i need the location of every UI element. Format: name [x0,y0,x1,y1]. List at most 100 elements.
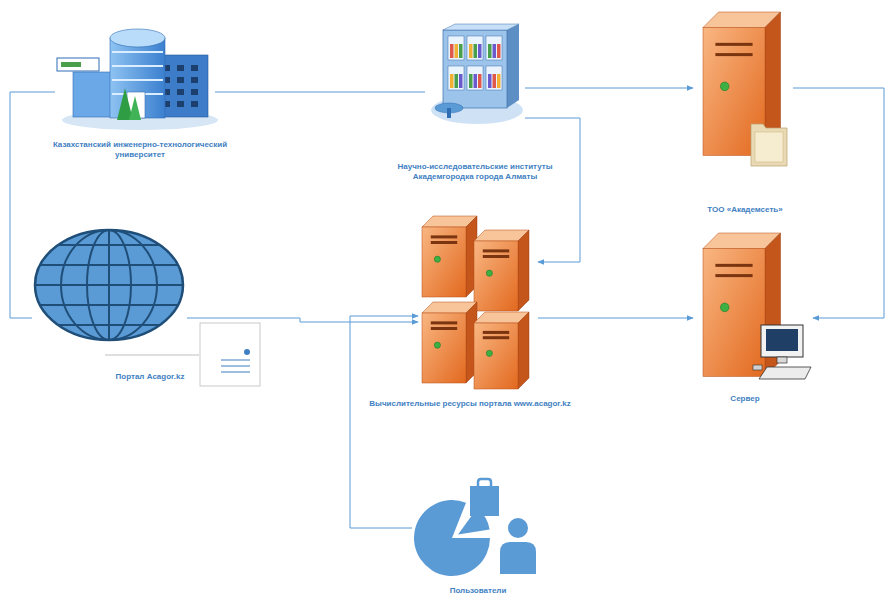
icon-part [497,44,501,58]
icon-part [177,101,184,107]
icon-part [431,321,457,324]
document-dot [244,349,250,355]
icon-part [191,89,198,95]
icon-part [715,274,752,277]
icon-part [474,323,518,389]
icon-part [488,44,492,58]
icon-drawing [703,233,811,379]
icon-part [112,51,163,53]
icon-part [497,74,501,88]
icon-part [61,230,157,340]
icon-part [431,327,457,330]
connector [215,92,425,93]
node-icon [693,12,793,172]
divider-line [105,355,199,356]
icon-part [703,249,765,377]
icon-part [483,255,509,258]
icon-part [443,30,507,108]
icon-part [177,77,184,83]
icon-part [177,65,184,71]
icon-part [483,249,509,252]
node-label: Пользователи [450,586,507,596]
node-label: Вычислительные ресурсы портала www.acago… [369,399,570,409]
icon-part [459,44,463,58]
node-icon [55,20,215,130]
icon-part [755,132,783,162]
icon-part [474,74,478,88]
portal-node: Портал Acagor.kz [32,228,187,343]
icon-part [455,74,459,88]
icon-part [450,44,454,58]
icon-part [434,256,440,262]
icon-part [35,230,183,340]
icon-part [191,101,198,107]
provider-server-node: ТОО «Академсеть» [693,12,793,172]
icon-drawing [703,12,787,166]
icon-part [129,96,141,120]
document-icon [200,323,260,386]
node-icon [32,228,187,343]
connector [793,88,884,318]
icon-part [35,230,183,340]
icon-part [447,108,451,118]
icon-part [108,230,110,340]
connector [525,118,580,262]
server-tower [474,312,529,389]
node-label: Портал Acagor.kz [116,372,185,382]
icon-part [493,74,497,88]
node-label: Сервер [730,394,759,404]
node-icon [693,233,813,388]
icon-part [761,325,803,357]
document-page [200,323,260,386]
node-icon [418,212,538,390]
icon-part [508,518,528,538]
server-node: Сервер [693,233,813,388]
globe-grid [35,230,183,340]
icon-part [500,542,536,574]
icon-part [431,235,457,238]
icon-part [486,66,502,90]
document-line [221,372,250,373]
icon-drawing [414,479,536,576]
icon-part [518,312,529,389]
connector [525,88,693,89]
server-tower [422,302,477,383]
icon-part [448,66,464,90]
icon-part [507,24,519,108]
icon-part [493,44,497,58]
icon-part [448,36,464,60]
icon-part [478,74,482,88]
icon-part [478,44,482,58]
icon-part [191,65,198,71]
icon-part [518,230,529,311]
icon-part [177,89,184,95]
icon-part [467,36,483,60]
icon-part [753,365,762,370]
server-tower [474,230,529,311]
icon-drawing [57,29,218,130]
icon-part [455,44,459,58]
university-node: Казахстанский инженерно-технологический … [55,20,215,130]
icon-drawing [431,24,523,124]
icon-part [720,303,729,312]
icon-part [431,241,457,244]
icon-part [110,29,165,47]
icon-part [715,43,752,46]
icon-part [488,74,492,88]
icon-part [486,350,492,356]
connector [538,318,693,319]
icon-part [474,241,518,311]
document-line [221,360,250,361]
icon-part [478,479,491,486]
icon-part [483,331,509,334]
icon-part [474,44,478,58]
server-tower [422,216,477,297]
document-line [221,366,250,367]
icon-part [469,44,473,58]
icon-part [450,74,454,88]
icon-part [112,79,163,81]
icon-drawing [35,230,183,340]
icon-part [486,270,492,276]
icon-part [766,329,798,351]
